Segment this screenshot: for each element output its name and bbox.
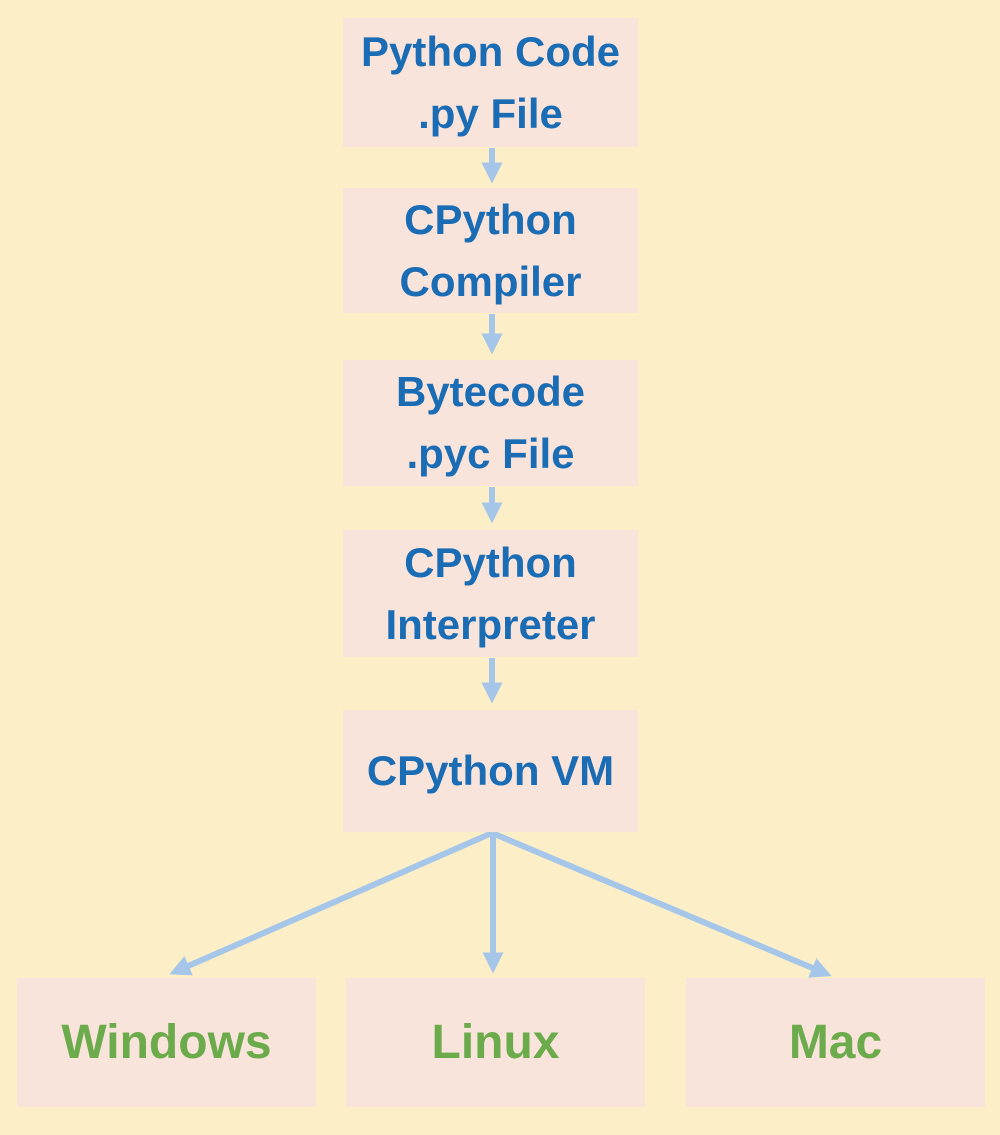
node-python-code-line1: Python Code [361, 27, 620, 75]
node-bytecode: Bytecode .pyc File [343, 360, 638, 486]
node-cpython-compiler: CPython Compiler [343, 188, 638, 313]
node-cpython-interpreter: CPython Interpreter [343, 530, 638, 657]
arrow-vm-to-mac [490, 830, 832, 978]
node-cpython-compiler-line1: CPython [404, 195, 577, 243]
node-mac: Mac [686, 978, 985, 1107]
node-cpython-interpreter-line2: Interpreter [385, 600, 596, 648]
node-windows: Windows [17, 978, 316, 1107]
node-bytecode-line1: Bytecode [395, 368, 586, 415]
node-cpython-vm-label: CPython VM [366, 747, 615, 794]
node-windows-label: Windows [61, 1016, 272, 1069]
arrow-vm-to-windows [169, 830, 494, 976]
node-bytecode-line2: .pyc File [406, 430, 575, 477]
node-cpython-interpreter-line1: CPython [404, 538, 577, 586]
node-linux: Linux [346, 978, 645, 1107]
node-python-code-line2: .py File [418, 89, 563, 137]
node-mac-label: Mac [788, 1016, 883, 1069]
node-cpython-compiler-line2: Compiler [399, 257, 582, 305]
node-python-code: Python Code .py File [343, 18, 638, 147]
node-cpython-vm: CPython VM [343, 710, 638, 832]
node-linux-label: Linux [431, 1016, 560, 1069]
